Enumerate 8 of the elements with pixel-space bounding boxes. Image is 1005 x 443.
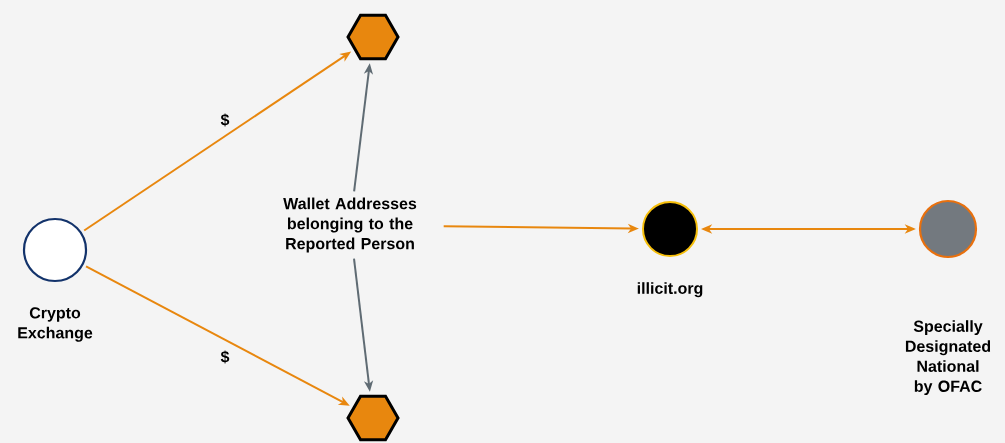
- hexagon-icon: [346, 13, 400, 61]
- edge-label: $: [219, 349, 231, 365]
- hexagon-icon: [346, 394, 400, 442]
- node-label: illicit.org: [637, 282, 703, 298]
- edge-label: $: [219, 112, 231, 128]
- node-label: Crypto Exchange: [18, 307, 93, 342]
- node-label: Specially Designated National by OFAC: [905, 320, 991, 396]
- node-label: Wallet Addresses belonging to the Reported Person: [283, 197, 417, 253]
